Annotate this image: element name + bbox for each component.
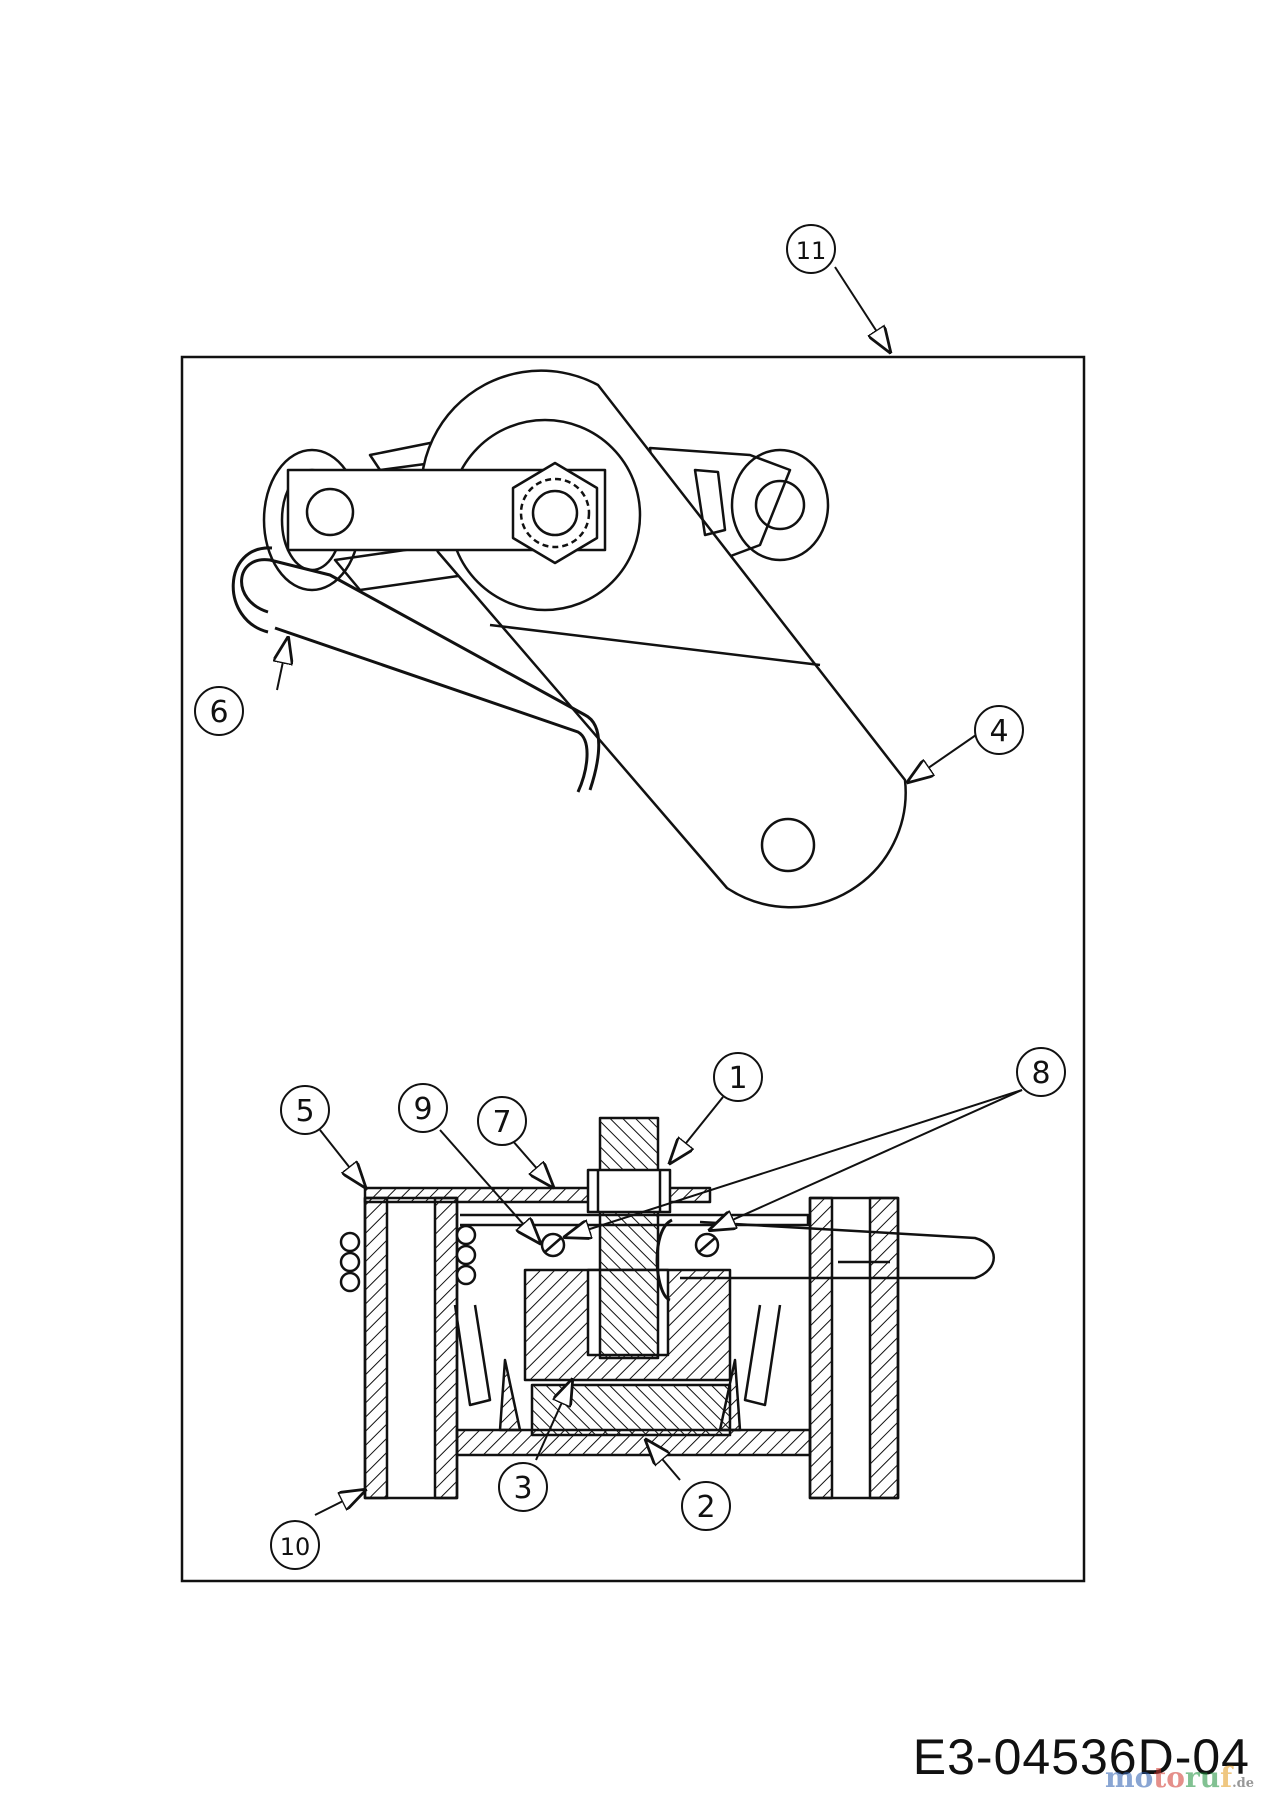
- callout-4: 4: [974, 705, 1024, 755]
- callout-10: 10: [270, 1520, 320, 1570]
- stud-bolt: [598, 1116, 660, 1360]
- hex-nut: [511, 461, 599, 565]
- callout-11: 11: [786, 224, 836, 274]
- callout-9-label: 9: [413, 1092, 432, 1127]
- tensioner-arm: [419, 369, 907, 909]
- callout-5: 5: [280, 1085, 330, 1135]
- bushing: [530, 1383, 732, 1437]
- belt-edge: [680, 1220, 995, 1280]
- callout-10-label: 10: [280, 1533, 311, 1561]
- callout-3-label: 3: [513, 1471, 532, 1506]
- assembly-frame: [180, 355, 1086, 1583]
- callout-2-label: 2: [696, 1490, 715, 1525]
- left-wall-outer: [363, 1196, 389, 1500]
- arm-hole: [760, 817, 816, 873]
- stud-nut: [586, 1168, 672, 1214]
- spring-rod: [240, 558, 601, 791]
- callout-1: 1: [713, 1052, 763, 1102]
- callout-6-label: 6: [209, 695, 228, 730]
- callout-2: 2: [681, 1481, 731, 1531]
- leader-lines: [277, 266, 1023, 1516]
- right-roller: [730, 448, 830, 562]
- callout-11-label: 11: [796, 237, 827, 265]
- callout-7: 7: [477, 1096, 527, 1146]
- drawing-code: E3-04536D-04: [912, 1729, 1250, 1785]
- callout-8-label: 8: [1031, 1056, 1050, 1091]
- callout-8: 8: [1016, 1047, 1066, 1097]
- callout-3: 3: [498, 1462, 548, 1512]
- watermark-logo: motoruf.de: [1105, 1761, 1254, 1794]
- right-wall-inner: [808, 1196, 834, 1500]
- callout-1-label: 1: [728, 1061, 747, 1096]
- upper-assembly-view: [231, 369, 907, 909]
- callout-6: 6: [194, 686, 244, 736]
- right-wall-outer: [868, 1196, 900, 1500]
- callout-7-label: 7: [492, 1105, 511, 1140]
- callout-4-label: 4: [989, 714, 1008, 749]
- lower-section-view: [339, 1116, 995, 1500]
- left-wall-inner: [433, 1196, 459, 1500]
- callout-9: 9: [398, 1083, 448, 1133]
- callout-5-label: 5: [295, 1094, 314, 1129]
